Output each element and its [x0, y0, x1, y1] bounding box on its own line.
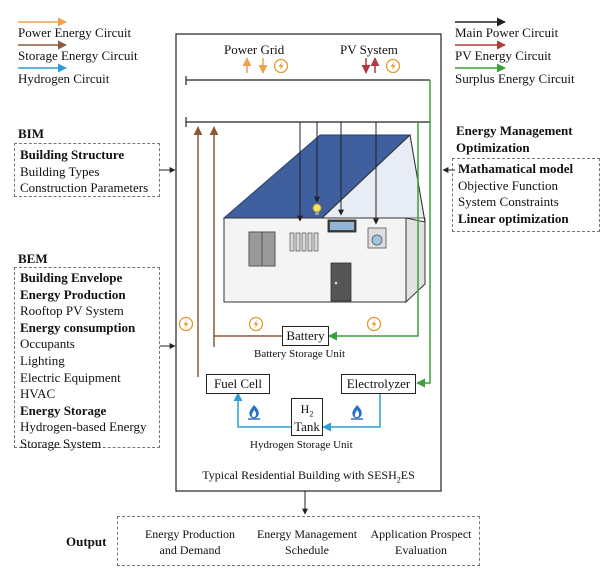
- emo-box: [452, 158, 600, 232]
- h2-tank-box: [291, 398, 323, 436]
- bem-list-item: HVAC: [20, 386, 56, 402]
- electrolyzer-label: Electrolyzer: [346, 376, 411, 391]
- bem-list-item: Rooftop PV System: [20, 303, 124, 319]
- legend-hydrogen-label: Hydrogen Circuit: [18, 71, 110, 86]
- legend-pv-label: PV Energy Circuit: [455, 48, 552, 63]
- h2-tank-label: Tank: [294, 419, 320, 434]
- bulb-icon: [312, 203, 322, 215]
- bem-list-item: Storage System: [20, 435, 102, 451]
- legend-lines: [18, 17, 506, 73]
- bim-box: [14, 143, 160, 197]
- battery-unit-label: Battery Storage Unit: [254, 348, 346, 360]
- electrolyzer-box: Electrolyzer: [341, 374, 416, 394]
- h2-tank-title: H2: [300, 402, 314, 419]
- main-frame: [175, 33, 442, 492]
- fuel-cell-box: Fuel Cell: [206, 374, 270, 394]
- hydrogen-unit-label: Hydrogen Storage Unit: [250, 439, 353, 451]
- bem-box: [14, 267, 160, 448]
- output-box: [117, 516, 480, 566]
- pv-system-label: PV System: [340, 42, 398, 57]
- legend-storage-label: Storage Energy Circuit: [18, 48, 138, 63]
- emo-list-item: Mathamatical model: [458, 161, 574, 176]
- bem-list-item: Building Envelope: [20, 270, 123, 285]
- emo-list-item: Linear optimization: [458, 210, 569, 226]
- emo-list-item: Objective Function: [458, 177, 559, 193]
- output-heading: Output: [66, 534, 107, 549]
- bim-list-item: Building Types: [20, 163, 100, 179]
- emo-heading-line2: Optimization: [456, 140, 530, 155]
- building-caption: Typical Residential Building with SESH2E…: [202, 468, 415, 485]
- power-grid-label: Power Grid: [224, 42, 285, 57]
- battery-box: Battery: [282, 326, 329, 346]
- bim-list-item: Construction Parameters: [20, 180, 149, 196]
- bem-list-item: Hydrogen-based Energy: [20, 419, 147, 435]
- bem-list-item: Occupants: [20, 336, 75, 352]
- bem-list-item: Lighting: [20, 352, 65, 368]
- emo-list-item: System Constraints: [458, 194, 559, 210]
- bem-list-item: Energy Production: [20, 286, 126, 302]
- legend-main-label: Main Power Circuit: [455, 25, 559, 40]
- emo-heading-line1: Energy Management: [456, 123, 573, 138]
- bem-list-item: Electric Equipment: [20, 369, 121, 385]
- legend-surplus-label: Surplus Energy Circuit: [455, 71, 575, 86]
- bim-list-item: Building Structure: [20, 147, 125, 162]
- bem-list-item: Energy Storage: [20, 402, 107, 418]
- bim-heading: BIM: [18, 126, 44, 141]
- legend-power-label: Power Energy Circuit: [18, 25, 132, 40]
- bem-list-item: Energy consumption: [20, 319, 136, 335]
- bem-heading: BEM: [18, 251, 48, 266]
- battery-label: Battery: [286, 328, 325, 343]
- fuel-cell-label: Fuel Cell: [213, 376, 263, 391]
